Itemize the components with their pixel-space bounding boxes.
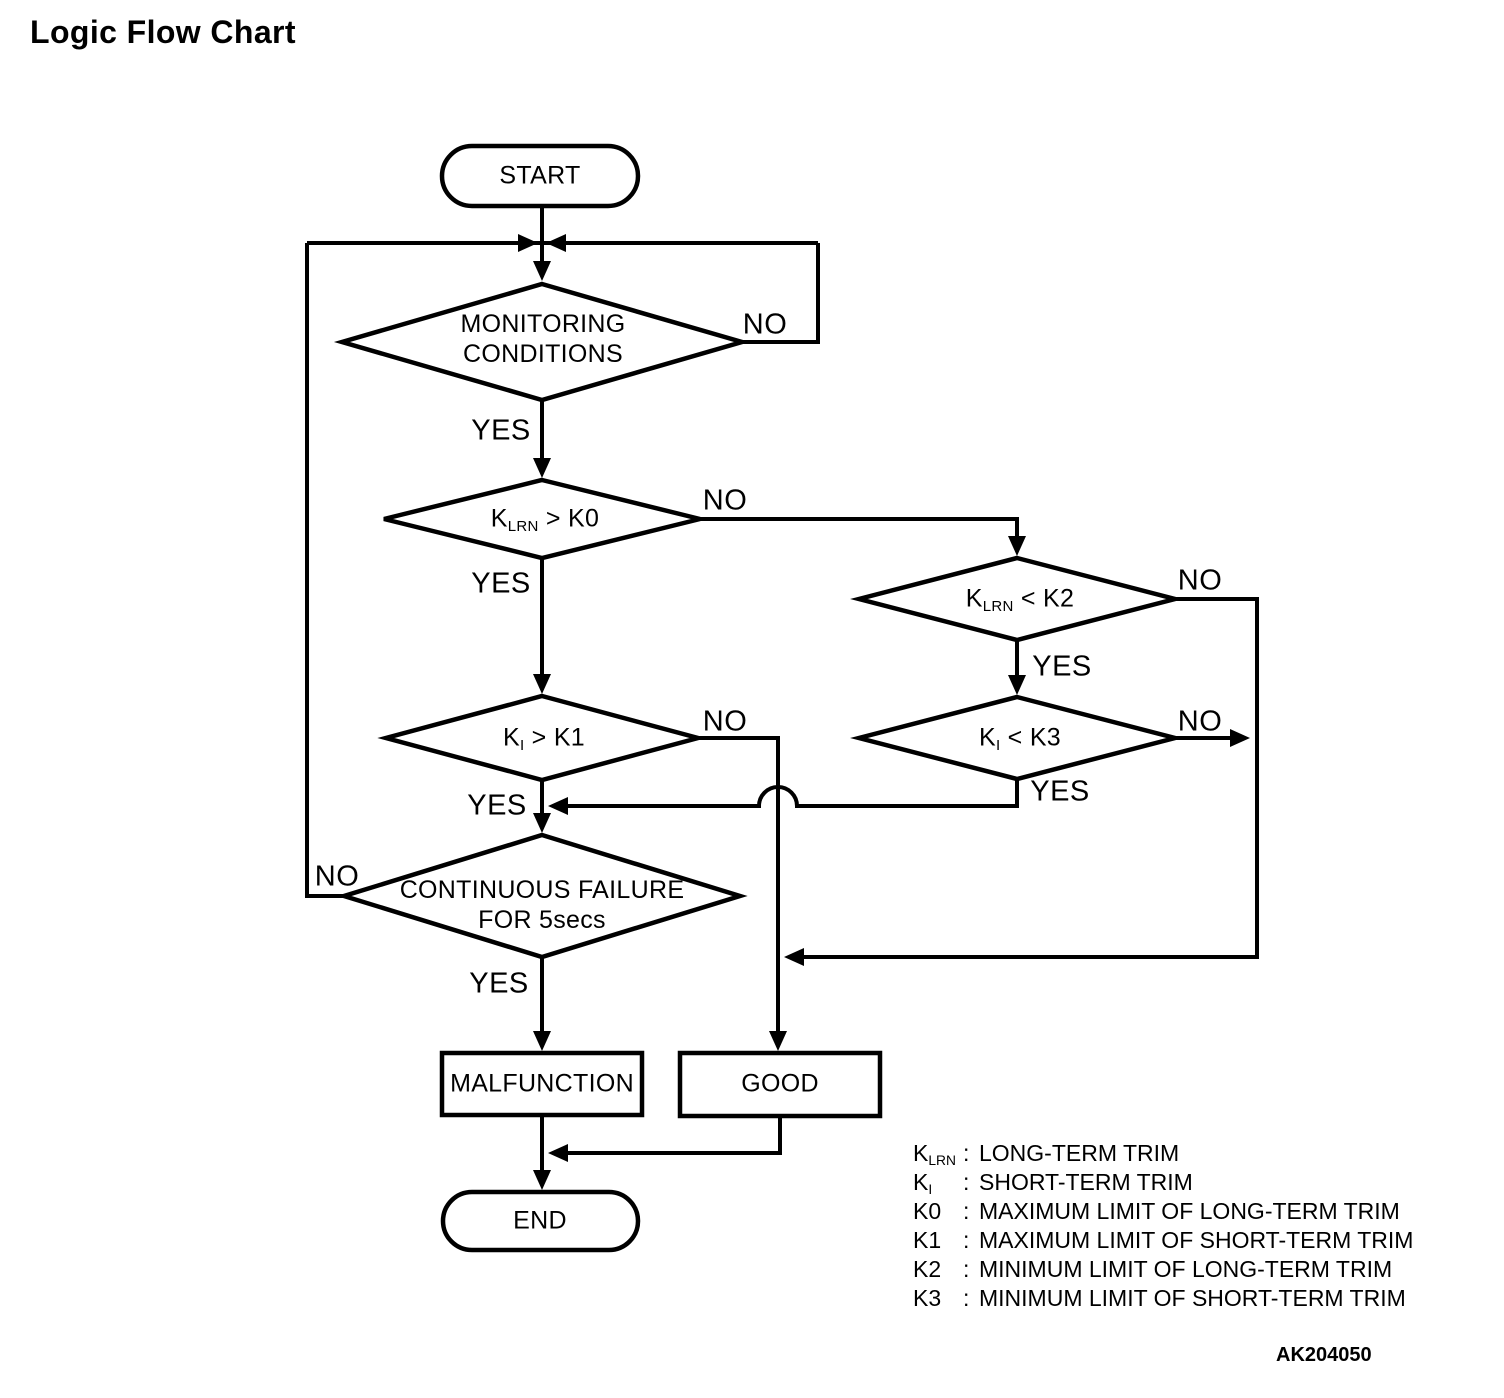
continuous-failure-decision-shape [336,832,748,960]
edge-label-continuous-no: NO [314,860,360,893]
k1-node-label: KI > K1 [502,723,586,754]
good-node-label: GOOD [741,1069,819,1098]
edge-label-k1-no: NO [702,705,748,738]
good-process-shape [677,1050,883,1119]
connector-k1-no-to-good [698,736,780,1033]
connector-continuous-no-left-loop [305,243,344,898]
arrowhead-into-k1 [533,674,551,694]
monitoring-decision-shape [333,281,751,403]
k3-decision-shape [850,694,1184,782]
legend: KLRN : LONG-TERM TRIM KI : SHORT-TERM TR… [913,1140,1413,1314]
arrowhead-into-end [533,1170,551,1190]
legend-row-k1: K1 : MAXIMUM LIMIT OF SHORT-TERM TRIM [913,1227,1414,1253]
start-node-label: START [499,161,581,190]
legend-row-ki: KI : SHORT-TERM TRIM [913,1169,1193,1197]
edge-label-monitoring-no: NO [742,308,788,341]
start-terminator-shape [439,143,641,209]
edge-label-k0-yes: YES [471,567,531,600]
arrowhead-return-into-yes-line [548,797,568,815]
edge-label-k2-yes: YES [1032,650,1092,683]
connector-good-to-end [566,1116,782,1155]
k2-decision-shape [850,555,1184,643]
malfunction-node-label: MALFUNCTION [450,1069,634,1098]
arrowhead-left-loop-into-junction [518,234,538,252]
edge-label-k3-no: NO [1177,705,1223,738]
arrowhead-into-monitoring [533,261,551,281]
arrowhead-right-loop-into-junction [546,234,566,252]
page-title: Logic Flow Chart [30,14,296,50]
k0-decision-shape [383,477,701,561]
arrowhead-good-into-end-line [548,1144,568,1162]
arrowhead-into-malfunction [533,1031,551,1051]
connector-monitoring-no-right-loop [742,243,820,344]
legend-row-k2: K2 : MINIMUM LIMIT OF LONG-TERM TRIM [913,1256,1393,1282]
end-node-label: END [513,1206,567,1235]
edge-label-k1-yes: YES [467,789,527,822]
k0-node-label: KLRN > K0 [490,504,600,535]
edge-label-k0-no: NO [702,484,748,517]
connector-k3-yes-return-with-hop [566,779,1019,808]
connector-k2-no-right-rail [802,597,1259,959]
end-terminator-shape [440,1189,641,1253]
legend-row-k0: K0 : MAXIMUM LIMIT OF LONG-TERM TRIM [913,1198,1400,1224]
k1-decision-shape [377,693,707,783]
arrowhead-k3-no-into-rail [1230,729,1250,747]
figure-code: AK204050 [1276,1344,1372,1366]
arrowhead-into-continuous [533,813,551,833]
arrowhead-into-k2 [1008,536,1026,556]
legend-row-klrn: KLRN : LONG-TERM TRIM [913,1140,1180,1168]
k3-node-label: KI < K3 [978,723,1062,754]
malfunction-process-shape [439,1050,645,1118]
arrowhead-into-k0 [533,458,551,478]
edge-label-k2-no: NO [1177,564,1223,597]
edge-label-continuous-yes: YES [469,967,529,1000]
continuous-failure-node-label: CONTINUOUS FAILURE FOR 5secs [399,876,685,934]
edge-label-monitoring-yes: YES [471,414,531,447]
connector-k0-no [700,517,1019,538]
edge-label-k3-yes: YES [1030,775,1090,808]
arrowhead-into-good [769,1031,787,1051]
arrowhead-into-k3 [1008,675,1026,695]
k2-node-label: KLRN < K2 [965,584,1075,615]
arrowhead-rail-into-good-line [784,948,804,966]
legend-row-k3: K3 : MINIMUM LIMIT OF SHORT-TERM TRIM [913,1285,1406,1311]
monitoring-node-label: MONITORING CONDITIONS [460,310,626,368]
